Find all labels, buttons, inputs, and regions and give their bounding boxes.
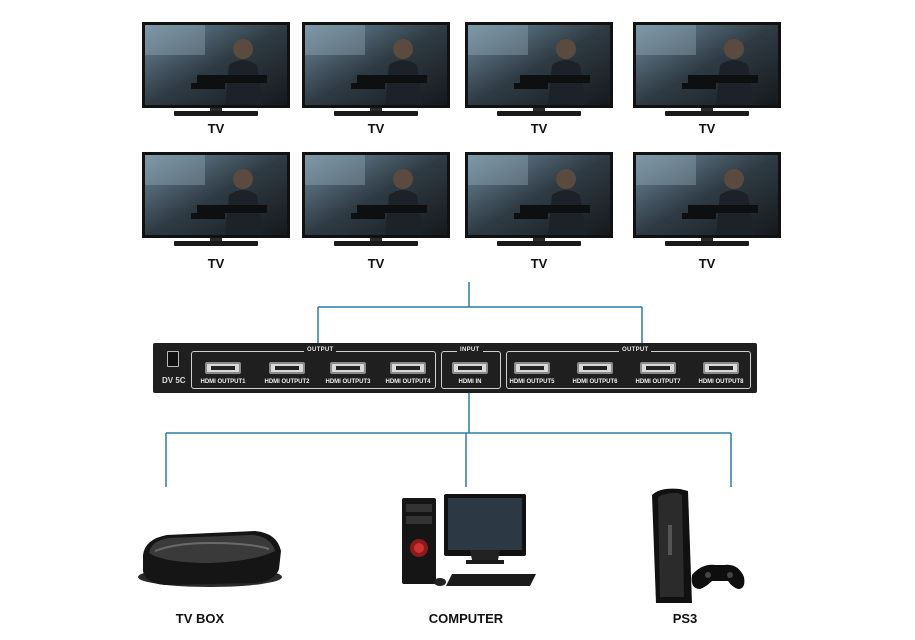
tv-screen <box>142 22 290 108</box>
tv-label-4: TV <box>698 121 716 136</box>
tv-4 <box>633 22 781 122</box>
ps3-label: PS3 <box>672 611 698 626</box>
tv-8 <box>633 152 781 252</box>
tv-screen <box>142 152 290 238</box>
tv-3 <box>465 22 613 122</box>
output-group-right: OUTPUT <box>506 347 751 389</box>
hdmi-output-7-port[interactable] <box>640 362 676 374</box>
hdmi-output-2-port[interactable] <box>269 362 305 374</box>
hdmi-output-5-label: HDMI OUTPUT5 <box>509 379 555 385</box>
dc-power-port[interactable] <box>167 351 179 367</box>
hdmi-input-label: HDMI IN <box>458 379 482 385</box>
tv-2 <box>302 22 450 122</box>
tv-screen <box>302 22 450 108</box>
tv-box-label: TV BOX <box>175 611 225 626</box>
input-title: INPUT <box>457 347 483 353</box>
tv-7 <box>465 152 613 252</box>
tv-screen <box>633 22 781 108</box>
tv-label-7: TV <box>530 256 548 271</box>
output-right-title: OUTPUT <box>619 347 652 353</box>
input-group: INPUT <box>441 347 501 389</box>
hdmi-output-3-port[interactable] <box>330 362 366 374</box>
tv-label-2: TV <box>367 121 385 136</box>
hdmi-output-6-port[interactable] <box>577 362 613 374</box>
tv-5 <box>142 152 290 252</box>
hdmi-input-port[interactable] <box>452 362 488 374</box>
hdmi-output-7-label: HDMI OUTPUT7 <box>635 379 681 385</box>
computer-image <box>402 494 536 586</box>
tv-screen <box>465 22 613 108</box>
hdmi-output-1-label: HDMI OUTPUT1 <box>200 379 246 385</box>
hdmi-output-6-label: HDMI OUTPUT6 <box>572 379 618 385</box>
output-left-title: OUTPUT <box>304 347 337 353</box>
tv-screen <box>302 152 450 238</box>
tv-label-8: TV <box>698 256 716 271</box>
hdmi-output-1-port[interactable] <box>205 362 241 374</box>
tv-6 <box>302 152 450 252</box>
hdmi-output-4-port[interactable] <box>390 362 426 374</box>
tv-label-1: TV <box>207 121 225 136</box>
hdmi-splitter-panel: DV 5C OUTPUT INPUT OUTPUT HDMI OUTPUT1 H… <box>153 343 757 393</box>
tv-1 <box>142 22 290 122</box>
tv-label-6: TV <box>367 256 385 271</box>
tv-screen <box>633 152 781 238</box>
tv-label-5: TV <box>207 256 225 271</box>
hdmi-output-8-label: HDMI OUTPUT8 <box>698 379 744 385</box>
tv-screen <box>465 152 613 238</box>
dc-label: DV 5C <box>162 376 186 385</box>
hdmi-output-4-label: HDMI OUTPUT4 <box>385 379 431 385</box>
hdmi-output-5-port[interactable] <box>514 362 550 374</box>
tv-box-image <box>138 531 282 587</box>
hdmi-output-2-label: HDMI OUTPUT2 <box>264 379 310 385</box>
tv-label-3: TV <box>530 121 548 136</box>
hdmi-output-8-port[interactable] <box>703 362 739 374</box>
ps3-image <box>652 488 745 603</box>
output-group-left: OUTPUT <box>191 347 436 389</box>
hdmi-output-3-label: HDMI OUTPUT3 <box>325 379 371 385</box>
computer-label: COMPUTER <box>428 611 504 626</box>
